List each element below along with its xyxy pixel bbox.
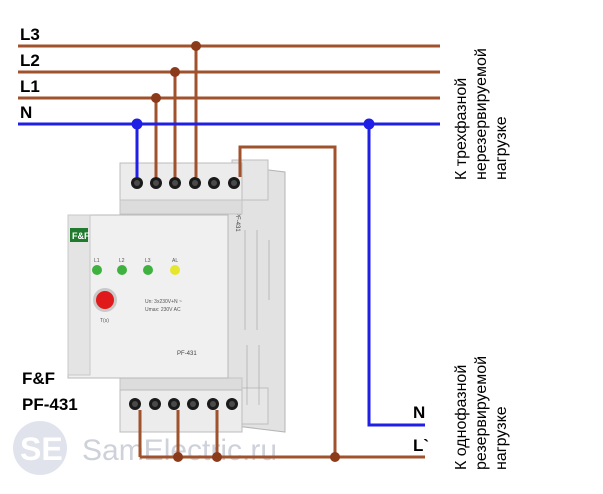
junction-l1 bbox=[151, 93, 161, 103]
junction-bottom-2 bbox=[212, 452, 222, 462]
led-l2: L2 bbox=[117, 258, 127, 275]
led-al: AL bbox=[170, 258, 180, 275]
junction-l2 bbox=[170, 67, 180, 77]
label-n: N bbox=[20, 103, 32, 122]
label-l2: L2 bbox=[20, 51, 40, 70]
top-screw bbox=[189, 177, 201, 189]
svg-text:К трехфазной: К трехфазной bbox=[453, 78, 470, 180]
svg-text:нагрузке: нагрузке bbox=[493, 406, 510, 470]
watermark-text: SamElectric.ru bbox=[82, 434, 277, 467]
spec-line-1: Un: 3x230V+N ~ bbox=[145, 299, 182, 305]
bottom-terminal-block bbox=[119, 377, 243, 433]
junction-n-load bbox=[363, 118, 375, 130]
svg-text:L1: L1 bbox=[94, 258, 100, 264]
junctions bbox=[131, 41, 375, 462]
watermark-badge-text: SE bbox=[20, 431, 63, 467]
bottom-screw bbox=[207, 398, 219, 410]
spec-line-2: Umax: 230V AC bbox=[145, 307, 181, 313]
bottom-screw bbox=[129, 398, 141, 410]
brand-logo bbox=[70, 228, 88, 242]
device-front-panel: F&F L1 L2 L3 AL T(s) Un: 3x230V+N ~ Umax… bbox=[67, 214, 229, 379]
junction-n-device bbox=[131, 118, 143, 130]
brand-logo-text: F&F bbox=[72, 231, 90, 241]
bottom-screw bbox=[149, 398, 161, 410]
top-screw bbox=[228, 177, 240, 189]
svg-text:L2: L2 bbox=[119, 258, 125, 264]
svg-text:нерезервируемой: нерезервируемой bbox=[473, 48, 490, 180]
phase-wires bbox=[138, 46, 425, 459]
junction-bottom-3 bbox=[330, 452, 340, 462]
top-screw bbox=[150, 177, 162, 189]
label-output-n: N bbox=[413, 403, 425, 422]
bottom-screw bbox=[226, 398, 238, 410]
top-screw bbox=[169, 177, 181, 189]
junction-bottom-1 bbox=[173, 452, 183, 462]
wire-output-n bbox=[367, 124, 425, 427]
device-brand: F&F bbox=[22, 369, 55, 388]
three-phase-load-label: К трехфазной нерезервируемой нагрузке bbox=[453, 48, 510, 180]
label-l1: L1 bbox=[20, 77, 40, 96]
label-output-l: L` bbox=[413, 436, 429, 455]
top-screw bbox=[131, 177, 143, 189]
single-phase-load-label: К однофазной резервируемой нагрузке bbox=[453, 356, 510, 470]
delay-knob[interactable]: T(s) bbox=[93, 288, 117, 324]
bottom-screw bbox=[187, 398, 199, 410]
svg-text:нагрузке: нагрузке bbox=[493, 116, 510, 180]
top-terminal-block bbox=[119, 162, 243, 215]
svg-text:К однофазной: К однофазной bbox=[453, 365, 470, 470]
label-l3: L3 bbox=[20, 25, 40, 44]
junction-l3 bbox=[191, 41, 201, 51]
top-screw bbox=[208, 177, 220, 189]
watermark-badge bbox=[13, 421, 67, 475]
svg-text:AL: AL bbox=[172, 258, 178, 264]
led-l1: L1 bbox=[92, 258, 102, 275]
bottom-screw bbox=[168, 398, 180, 410]
front-model-label: PF-431 bbox=[177, 351, 197, 357]
led-l3: L3 bbox=[143, 258, 153, 275]
svg-text:резервируемой: резервируемой bbox=[473, 356, 490, 470]
buses bbox=[18, 44, 440, 126]
side-model-label: PF-431 bbox=[234, 212, 240, 232]
knob-label: T(s) bbox=[100, 318, 109, 324]
device-model: PF-431 bbox=[22, 395, 78, 414]
wire-output-l bbox=[238, 145, 425, 459]
neutral-wires bbox=[135, 124, 425, 427]
svg-text:L3: L3 bbox=[145, 258, 151, 264]
